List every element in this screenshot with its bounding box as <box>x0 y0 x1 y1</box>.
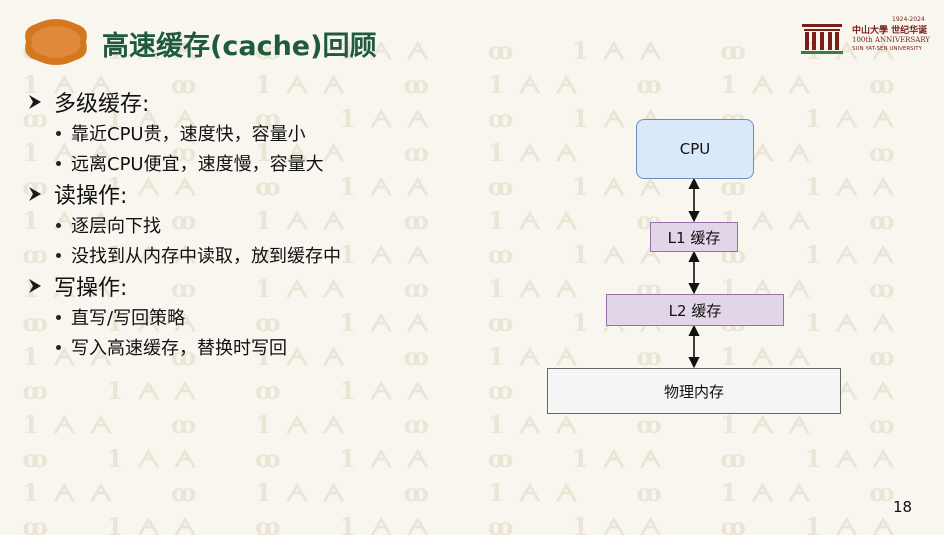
section-multilevel-cache: 多级缓存: 靠近CPU贵，速度快，容量小 远离CPU便宜，速度慢，容量大 <box>26 86 546 178</box>
dot-bullet-icon <box>56 252 61 258</box>
arrow-bullet-icon <box>29 187 41 201</box>
section-heading: 多级缓存: <box>54 92 150 117</box>
list-item: 靠近CPU贵，速度快，容量小 <box>26 118 546 148</box>
list-item-label: 没找到从内存中读取，放到缓存中 <box>71 246 341 267</box>
l2-cache-node: L2 缓存 <box>606 294 784 326</box>
list-item: 写入高速缓存，替换时写回 <box>26 332 546 362</box>
logo-years: 1924-2024 <box>892 16 925 23</box>
arrow-bullet-icon <box>29 279 41 293</box>
l1-cache-node: L1 缓存 <box>650 222 738 252</box>
list-item: 逐层向下找 <box>26 210 546 240</box>
list-item-label: 逐层向下找 <box>71 216 161 237</box>
section-heading: 读操作: <box>54 184 128 209</box>
logo-chinese-name: 中山大學 世纪华诞 <box>852 26 928 36</box>
physical-memory-node: 物理内存 <box>547 368 841 414</box>
list-item: 远离CPU便宜，速度慢，容量大 <box>26 148 546 178</box>
dot-bullet-icon <box>56 314 61 320</box>
dot-bullet-icon <box>56 344 61 350</box>
list-item-label: 靠近CPU贵，速度快，容量小 <box>71 124 306 145</box>
page-number: 18 <box>893 498 913 516</box>
section-heading: 写操作: <box>54 276 128 301</box>
page-title: 高速缓存(cache)回顾 <box>102 31 377 62</box>
dot-bullet-icon <box>56 222 61 228</box>
list-item-label: 写入高速缓存，替换时写回 <box>71 338 287 359</box>
list-item-label: 直写/写回策略 <box>71 308 186 329</box>
university-gate-icon <box>801 24 843 54</box>
list-item: 没找到从内存中读取，放到缓存中 <box>26 240 546 270</box>
flower-badge-icon <box>25 19 87 65</box>
section-write-operation: 写操作: 直写/写回策略 写入高速缓存，替换时写回 <box>26 270 546 362</box>
list-item: 直写/写回策略 <box>26 302 546 332</box>
list-item-label: 远离CPU便宜，速度慢，容量大 <box>71 154 324 175</box>
university-logo: 1924-2024 中山大學 世纪华诞 100th ANNIVERSARY SU… <box>800 14 935 60</box>
logo-english-name: SUN YAT-SEN UNIVERSITY <box>852 46 922 52</box>
logo-anniversary: 100th ANNIVERSARY <box>852 36 930 44</box>
title-bar: 高速缓存(cache)回顾 <box>22 14 582 74</box>
section-read-operation: 读操作: 逐层向下找 没找到从内存中读取，放到缓存中 <box>26 178 546 270</box>
cpu-node: CPU <box>636 119 754 179</box>
bullet-list: 多级缓存: 靠近CPU贵，速度快，容量小 远离CPU便宜，速度慢，容量大 读操作… <box>26 86 546 362</box>
memory-hierarchy-diagram: CPU L1 缓存 L2 缓存 物理内存 <box>540 110 880 430</box>
dot-bullet-icon <box>56 160 61 166</box>
diagram-connectors <box>688 177 700 369</box>
arrow-bullet-icon <box>29 95 41 109</box>
dot-bullet-icon <box>56 130 61 136</box>
